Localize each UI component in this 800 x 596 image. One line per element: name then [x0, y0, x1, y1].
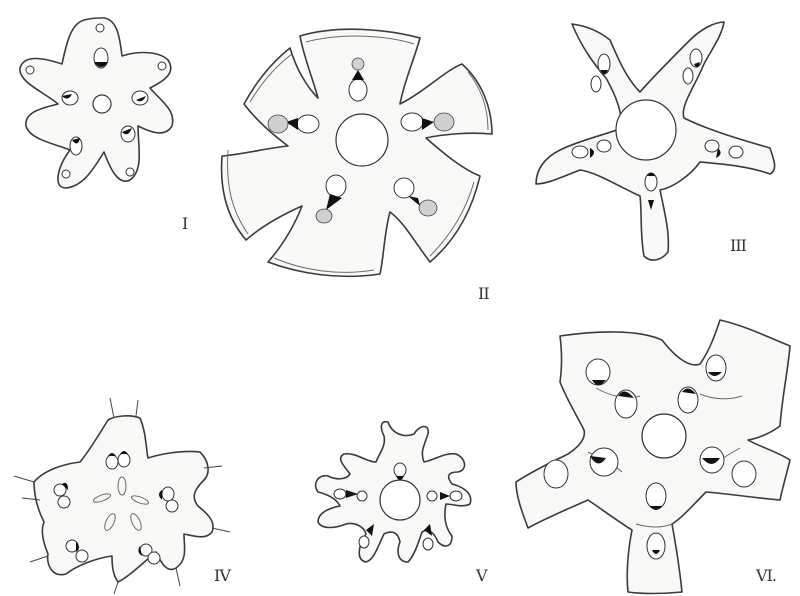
- figure-2-label: II: [478, 284, 489, 303]
- figure-6-label: VI.: [756, 566, 776, 585]
- figure-5-drawing: [316, 422, 471, 562]
- figure-1-label: I: [182, 214, 187, 233]
- figure-1-drawing: [20, 18, 173, 188]
- figure-6-drawing: [516, 320, 790, 594]
- figure-4-label: IV: [214, 566, 230, 585]
- figure-3-drawing: [536, 22, 775, 260]
- figure-4-drawing: [14, 398, 230, 594]
- figure-5-label: V: [476, 566, 487, 585]
- figure-3-label: III: [730, 236, 746, 255]
- figure-2-drawing: [222, 29, 492, 276]
